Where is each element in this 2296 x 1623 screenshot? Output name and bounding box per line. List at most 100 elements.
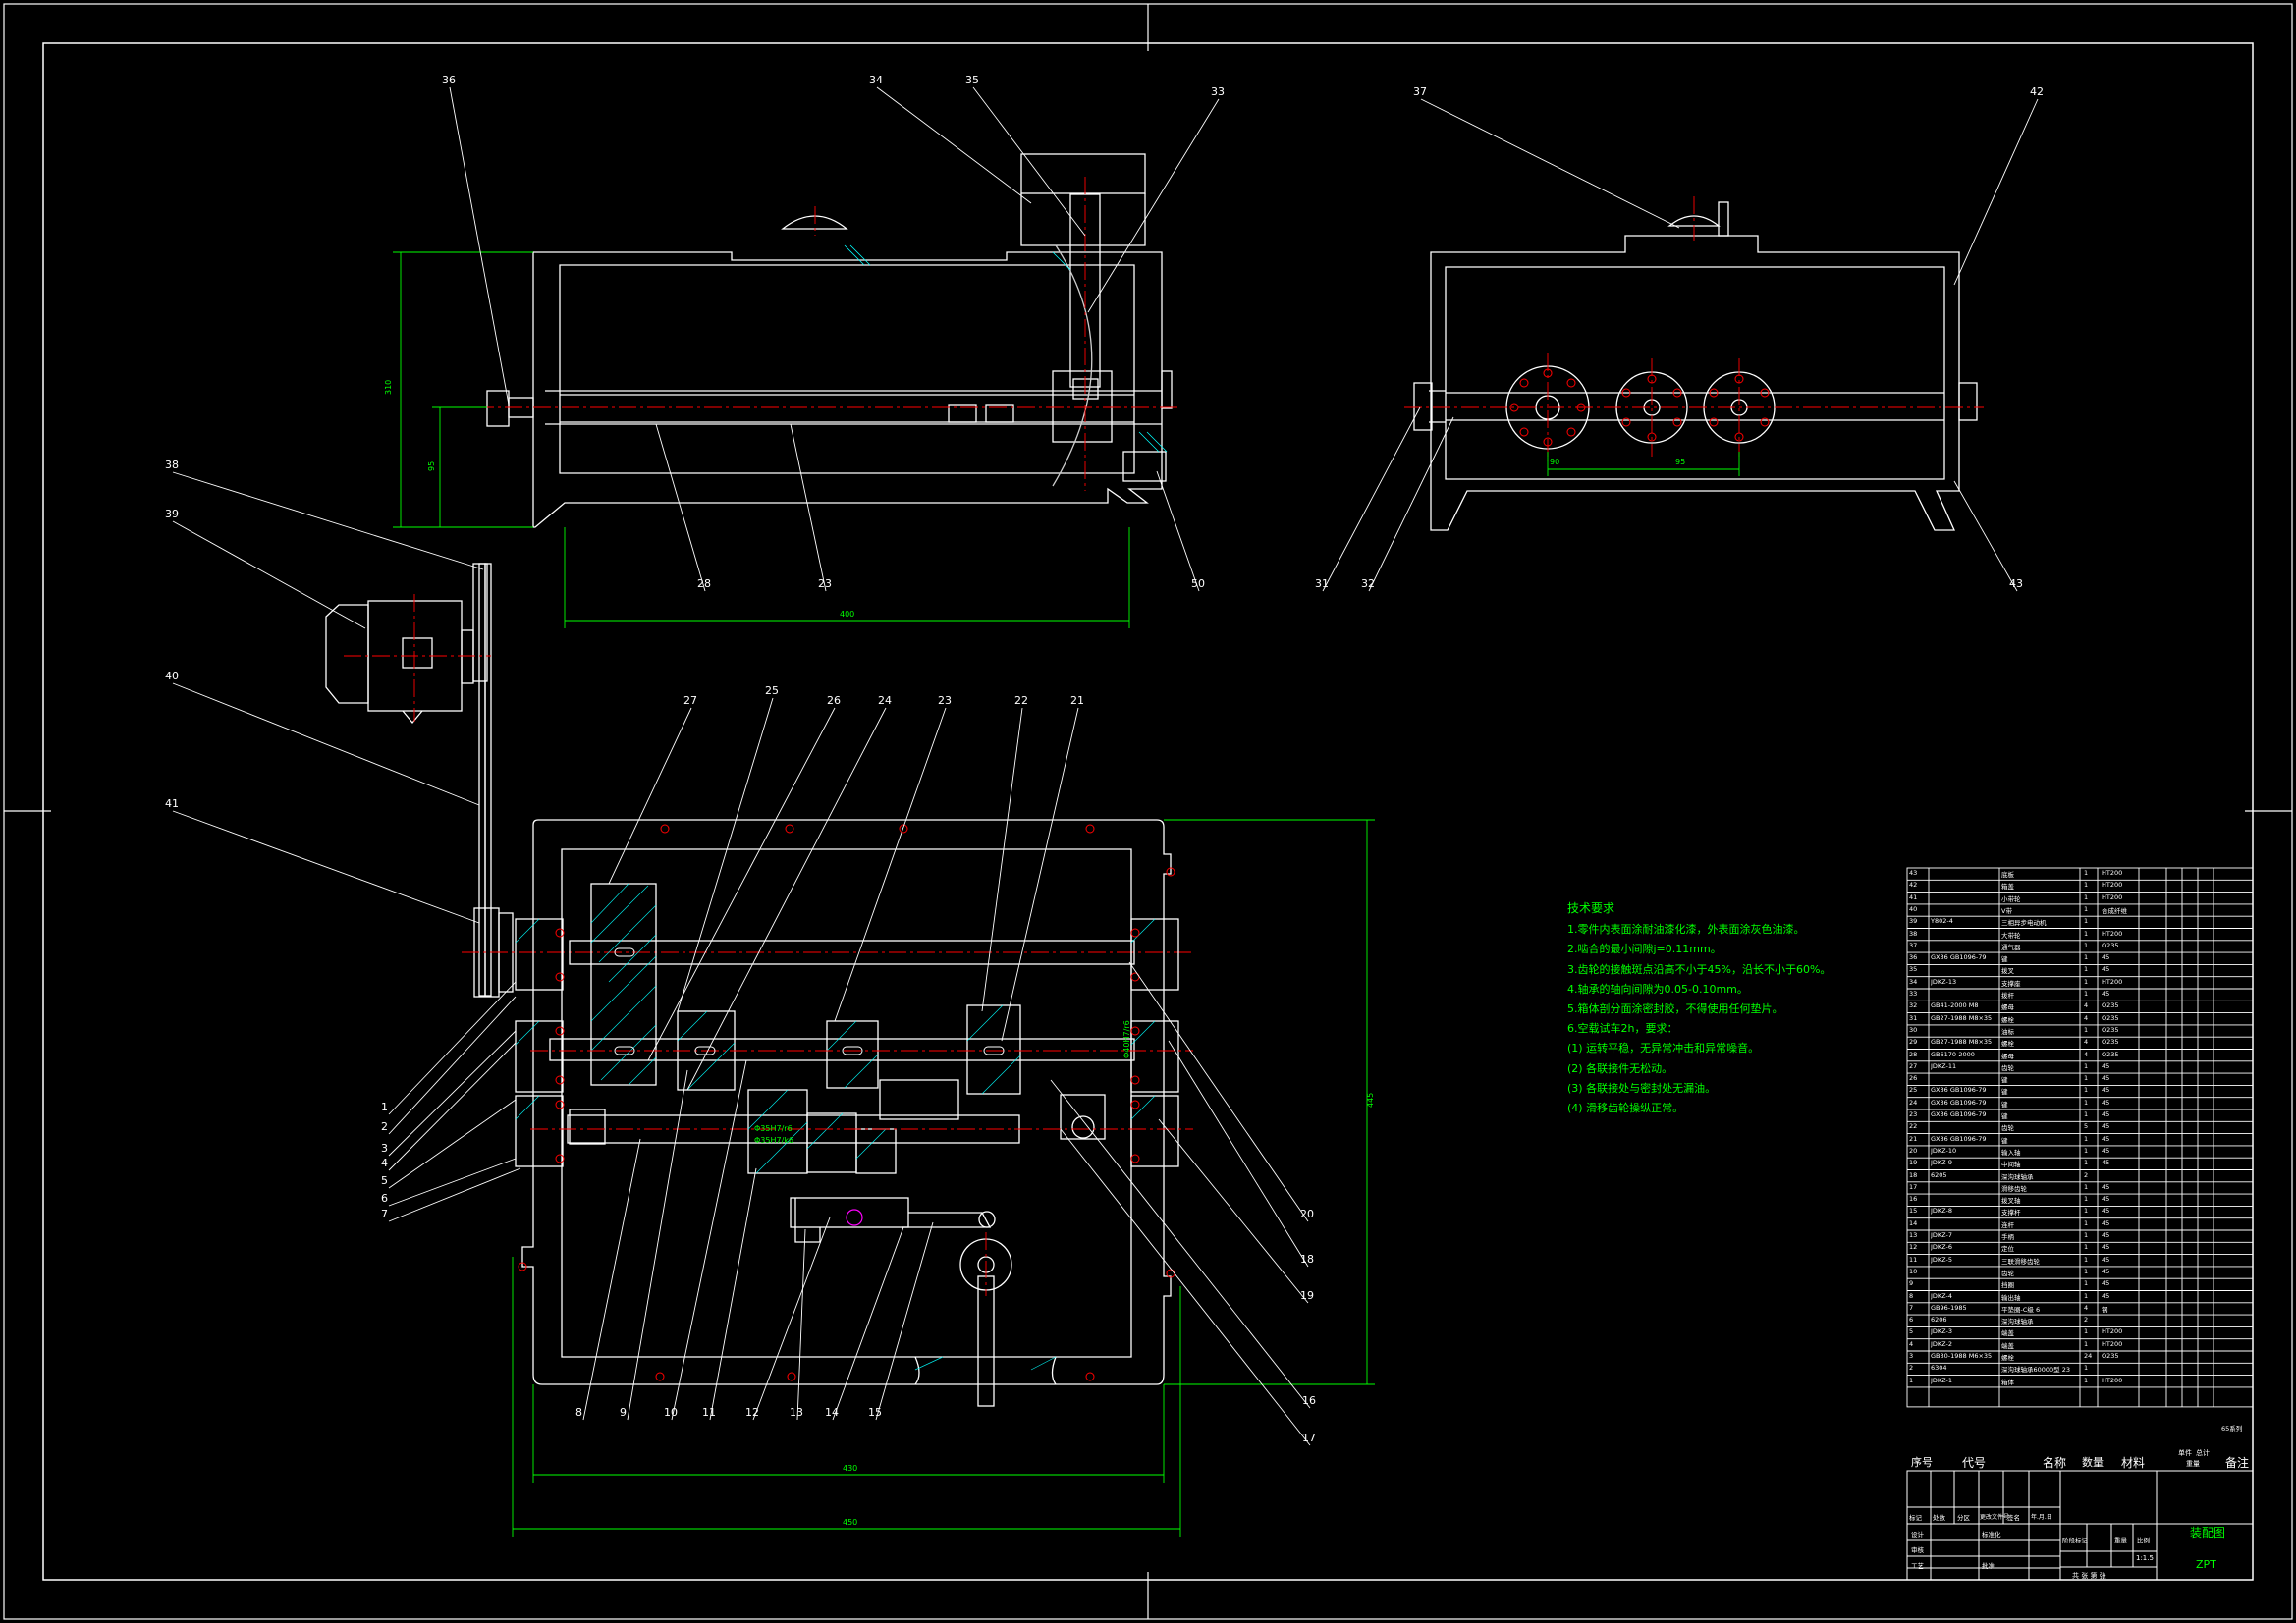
balloon-41: 41: [165, 797, 179, 810]
bom-cell-mat: 45: [2102, 1086, 2110, 1095]
leader-line: [677, 697, 774, 1012]
bom-cell-mat: 45: [2102, 1195, 2110, 1204]
leader-line: [972, 86, 1086, 237]
leader-line: [981, 707, 1023, 1012]
bom-cell-no: 37: [1909, 941, 1918, 949]
bom-cell-no: 42: [1909, 881, 1918, 890]
bom-cell-qty: 1: [2084, 1279, 2089, 1288]
bom-header-total: 总计: [2196, 1449, 2210, 1457]
leader-line: [655, 423, 706, 592]
bom-cell-name: 螺栓: [2001, 1040, 2014, 1049]
drawing-number: ZPT: [2196, 1558, 2216, 1571]
bom-cell-code: JDKZ-6: [1931, 1243, 1953, 1252]
bom-cell-code: JDKZ-9: [1931, 1159, 1953, 1167]
front-view: [486, 153, 1173, 528]
leader-line: [875, 1221, 934, 1421]
side-view-centerlines: [1404, 196, 1984, 461]
bom-cell-qty: 1: [2084, 1267, 2089, 1275]
balloon-20: 20: [1300, 1208, 1314, 1220]
bom-cell-name: 油标: [2001, 1027, 2014, 1036]
bom-cell-name: 箱体: [2001, 1378, 2014, 1386]
bom-cell-code: GB41-2000 M8: [1931, 1001, 1979, 1010]
bom-cell-qty: 1: [2084, 893, 2089, 901]
bom-cell-mat: HT200: [2102, 893, 2123, 901]
sign-date: 年.月.日: [2031, 1514, 2052, 1521]
leader-line: [172, 682, 480, 806]
bom-cell-mat: 45: [2102, 965, 2110, 974]
bom-cell-qty: 4: [2084, 1303, 2089, 1312]
balloon-7: 7: [381, 1208, 388, 1220]
bom-cell-code: GB27-1988 M8×35: [1931, 1038, 1993, 1047]
balloon-37: 37: [1413, 85, 1427, 98]
leader-line: [388, 996, 517, 1135]
leader-line: [796, 1228, 806, 1421]
bom-cell-code: JDKZ-3: [1931, 1327, 1953, 1336]
front-view-centerlines: [476, 177, 1178, 491]
bom-cell-qty: 1: [2084, 1255, 2089, 1264]
leader-line: [388, 981, 517, 1115]
bom-cell-mat: 45: [2102, 1134, 2110, 1143]
bom-cell-code: GX36 GB1096-79: [1931, 1098, 1987, 1107]
leader-line: [1156, 470, 1200, 592]
leader-line: [388, 1030, 517, 1157]
bom-cell-name: 螺母: [2001, 1052, 2014, 1060]
bom-cell-mat: 45: [2102, 1231, 2110, 1239]
bom-cell-mat: 合成纤维: [2102, 906, 2127, 915]
bom-cell-no: 7: [1909, 1303, 1914, 1312]
bom-cell-no: 35: [1909, 965, 1918, 974]
bom-cell-qty: 1: [2084, 965, 2089, 974]
bom-cell-mat: 45: [2102, 1267, 2110, 1275]
balloon-27: 27: [683, 694, 697, 707]
balloon-40: 40: [165, 670, 179, 682]
bom-cell-no: 5: [1909, 1327, 1914, 1336]
bom-cell-mat: 45: [2102, 1218, 2110, 1227]
svg-text:95: 95: [1675, 458, 1685, 466]
balloon-26: 26: [827, 694, 841, 707]
bom-cell-no: 6: [1909, 1316, 1914, 1325]
bom-cell-qty: 1: [2084, 1061, 2089, 1070]
bom-cell-name: 滑移齿轮: [2001, 1184, 2027, 1193]
bom-cell-qty: 1: [2084, 1074, 2089, 1083]
balloon-31: 31: [1315, 577, 1329, 590]
bom-cell-code: JDKZ-10: [1931, 1146, 1957, 1155]
bom-cell-qty: 1: [2084, 953, 2089, 962]
bom-cell-code: GB96-1985: [1931, 1303, 1967, 1312]
bom-cell-name: 定位: [2001, 1245, 2014, 1254]
bom-cell-mat: 45: [2102, 1061, 2110, 1070]
leader-line: [709, 1167, 757, 1421]
bom-cell-no: 2: [1909, 1364, 1914, 1373]
bom-cell-code: 6304: [1931, 1364, 1947, 1373]
plan-view-hatch: [515, 883, 1156, 1371]
bom-cell-name: 端盖: [2001, 1341, 2014, 1350]
bom-cell-no: 43: [1909, 869, 1918, 877]
bom-cell-no: 41: [1909, 893, 1918, 901]
bom-cell-no: 28: [1909, 1050, 1918, 1058]
note-line: (2) 各联接件无松动。: [1567, 1061, 1673, 1075]
bom-cell-code: JDKZ-13: [1931, 977, 1957, 986]
bom-cell-qty: 1: [2084, 1110, 2089, 1118]
bom-cell-mat: 45: [2102, 1074, 2110, 1083]
balloon-35: 35: [965, 74, 979, 86]
bom-cell-code: JDKZ-1: [1931, 1376, 1953, 1384]
leader-line: [1420, 98, 1680, 229]
bom-cell-qty: 1: [2084, 1231, 2089, 1239]
bom-cell-qty: 4: [2084, 1050, 2089, 1058]
sign-doc: 更改文件号: [1980, 1514, 2010, 1521]
balloon-28: 28: [697, 577, 711, 590]
note-line: 4.轴承的轴向间隙为0.05-0.10mm。: [1567, 982, 1748, 996]
bom-grid: [1906, 867, 2254, 1408]
bom-cell-mat: 45: [2102, 1098, 2110, 1107]
bom-cell-name: 深沟球轴承: [2001, 1172, 2034, 1181]
